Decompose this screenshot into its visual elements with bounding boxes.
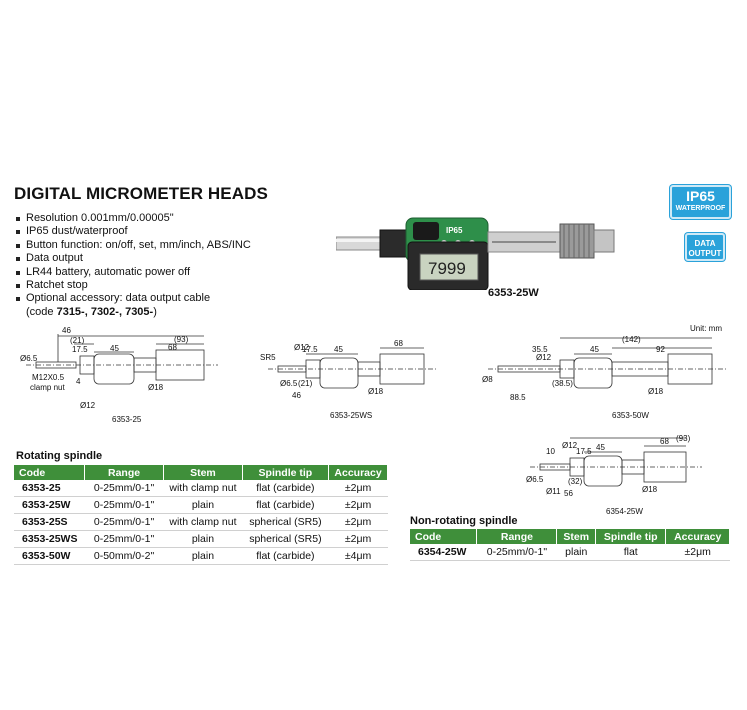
dim-label: M12X0.5 [32, 373, 65, 382]
dim-label: 45 [334, 345, 343, 354]
thimble-shape [559, 223, 595, 259]
rotating-spindle-table: Code Range Stem Spindle tip Accuracy 635… [14, 465, 388, 565]
dim-label: (21) [298, 379, 313, 388]
dim-label: (21) [70, 336, 85, 345]
nonrotating-section-title: Non-rotating spindle [410, 515, 518, 527]
page-title: DIGITAL MICROMETER HEADS [14, 184, 268, 203]
dim-label: 68 [660, 437, 669, 446]
dim-label: Ø18 [648, 387, 664, 396]
table-header-row: Code Range Stem Spindle tip Accuracy [14, 465, 388, 480]
dim-label: 10 [546, 447, 555, 456]
face-label: IP65 [446, 226, 463, 235]
feature-item: Resolution 0.001mm/0.00005" [16, 212, 251, 225]
dim-label: 45 [590, 345, 599, 354]
dim-label: 46 [62, 326, 71, 335]
accessory-codes: 7315-, 7302-, 7305- [56, 305, 154, 318]
drawing-6353-25ws: SR5 Ø12 17.5 45 68 Ø6.5 (21) 46 Ø18 6353… [260, 339, 438, 420]
col-header: Spindle tip [242, 465, 330, 480]
dim-label: Ø18 [642, 485, 658, 494]
dim-label: 4 [76, 377, 81, 386]
clamp-sleeve-shape [379, 229, 407, 258]
micrometer-head-product-image: IP65 7999 [336, 217, 615, 290]
data-output-badge: DATA OUTPUT [685, 233, 725, 261]
dim-label: Ø18 [148, 383, 164, 392]
dim-label: 35.5 [532, 345, 548, 354]
dim-label: 17.5 [302, 345, 318, 354]
lcd-screen [419, 253, 479, 281]
rotating-section-title: Rotating spindle [16, 450, 103, 462]
dim-label: (93) [676, 434, 691, 443]
dim-label: SR5 [260, 353, 276, 362]
feature-item: Button function: on/off, set, mm/inch, A… [16, 239, 251, 252]
dim-label: Ø6.5 [280, 379, 298, 388]
dim-label: (32) [568, 477, 583, 486]
col-header: Code [410, 529, 478, 544]
dim-label: Ø12 [536, 353, 552, 362]
col-header: Spindle tip [595, 529, 667, 544]
drawing-name: 6353-25 [112, 415, 142, 424]
drawing-6353-25: 46 (21) 17.5 45 (93) 68 Ø6.5 M12X0.5 cla… [20, 326, 218, 424]
col-header: Stem [556, 529, 597, 544]
dim-label: 17.5 [576, 447, 592, 456]
spindle-shape [336, 236, 381, 251]
drawing-6354-25w: (93) 10 Ø12 17.5 45 68 Ø6.5 (32) Ø11 56 … [526, 434, 702, 516]
dim-label: Ø12 [294, 343, 310, 352]
unit-label: Unit: mm [690, 324, 722, 333]
dim-label: Ø12 [562, 441, 578, 450]
lcd-readout: 7999 [428, 259, 466, 278]
col-header: Range [84, 465, 165, 480]
feature-list: Resolution 0.001mm/0.00005" IP65 dust/wa… [16, 212, 251, 319]
col-header: Accuracy [328, 465, 388, 480]
feature-item: LR44 battery, automatic power off [16, 266, 251, 279]
col-header: Code [14, 465, 85, 480]
dim-label: (142) [622, 335, 641, 344]
drawing-name: 6354-25W [606, 507, 643, 516]
drawing-name: 6353-25WS [330, 411, 372, 420]
dim-label: 56 [564, 489, 573, 498]
dim-label: Ø8 [482, 375, 493, 384]
dim-label: clamp nut [30, 383, 65, 392]
drawing-6353-50w: (142) 35.5 45 92 Ø12 Ø8 (38.5) 88.5 Ø18 … [482, 335, 726, 420]
ip65-badge: IP65 WATERPROOF [670, 185, 731, 219]
dim-label: Ø11 [546, 487, 561, 496]
col-header: Accuracy [665, 529, 730, 544]
drawing-name: 6353-50W [612, 411, 649, 420]
dim-label: (93) [174, 335, 189, 344]
ratchet-shape [593, 229, 615, 253]
dim-label: 88.5 [510, 393, 526, 402]
dim-label: Ø6.5 [20, 354, 38, 363]
feature-item: Data output [16, 252, 251, 265]
dim-label: 45 [110, 344, 119, 353]
feature-item-codes: (code 7315-, 7302-, 7305-) [26, 305, 157, 318]
col-header: Range [476, 529, 558, 544]
dim-label: 68 [168, 343, 177, 352]
dim-label: Ø12 [80, 401, 96, 410]
feature-item: Optional accessory: data output cable [16, 292, 251, 305]
dim-label: 68 [394, 339, 403, 348]
table-header-row: Code Range Stem Spindle tip Accuracy [410, 529, 730, 544]
dim-label: 46 [292, 391, 301, 400]
dim-label: 17.5 [72, 345, 88, 354]
feature-item: IP65 dust/waterproof [16, 225, 251, 238]
dim-label: 92 [656, 345, 665, 354]
nonrotating-spindle-table: Code Range Stem Spindle tip Accuracy 635… [410, 529, 730, 561]
dim-label: (38.5) [552, 379, 573, 388]
dim-label: Ø6.5 [526, 475, 544, 484]
dim-label: Ø18 [368, 387, 384, 396]
dim-label: 45 [596, 443, 605, 452]
feature-item: Ratchet stop [16, 279, 251, 292]
product-model-label: 6353-25W [488, 287, 539, 299]
col-header: Stem [163, 465, 243, 480]
